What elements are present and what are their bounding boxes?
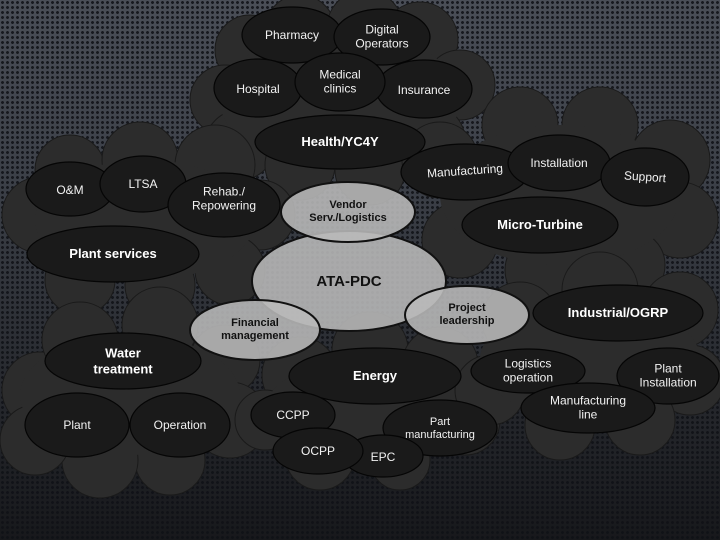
- node-industrial-title: [532, 284, 704, 342]
- label-health-title: Health/YC4Y: [301, 134, 379, 150]
- label-micro-turbine-title: Micro-Turbine: [497, 217, 583, 233]
- node-plant-services-title: [26, 225, 200, 283]
- label-energy-title: Energy: [352, 368, 398, 384]
- node-support: [600, 147, 690, 207]
- label-rehab: Rehab./Repowering: [191, 184, 257, 213]
- label-epc: EPC: [370, 449, 396, 464]
- node-health-title: [254, 114, 426, 170]
- node-project: [404, 285, 530, 345]
- node-rehab: [167, 172, 281, 238]
- label-pharmacy: Pharmacy: [264, 27, 320, 42]
- node-medical-clinics: [294, 52, 386, 112]
- node-plant-installation: [616, 347, 720, 405]
- label-operation: Operation: [153, 417, 207, 432]
- node-logistics-operation: [470, 348, 586, 394]
- label-om: O&M: [56, 182, 84, 197]
- label-center: ATA-PDC: [316, 273, 382, 290]
- node-vendor: [280, 181, 416, 243]
- label-ccpp: CCPP: [276, 407, 310, 422]
- label-ltsa: LTSA: [128, 176, 158, 191]
- node-financial: [189, 299, 321, 361]
- label-installation: Installation: [530, 155, 588, 170]
- node-ocpp: [272, 427, 364, 475]
- node-micro-turbine-title: [461, 196, 619, 254]
- label-support: Support: [623, 168, 667, 186]
- label-industrial-title: Industrial/OGRP: [567, 305, 669, 321]
- label-plant: Plant: [63, 417, 91, 432]
- node-digital-operators: [333, 8, 431, 66]
- node-operation: [129, 392, 231, 458]
- node-manufacturing-line: [520, 382, 656, 434]
- node-water-treatment-title: [44, 332, 202, 390]
- node-plant: [24, 392, 130, 458]
- node-energy-title: [288, 347, 462, 405]
- label-insurance: Insurance: [397, 82, 451, 97]
- label-ocpp: OCPP: [300, 443, 336, 458]
- label-hospital: Hospital: [236, 81, 280, 96]
- label-plant-services-title: Plant services: [69, 246, 157, 262]
